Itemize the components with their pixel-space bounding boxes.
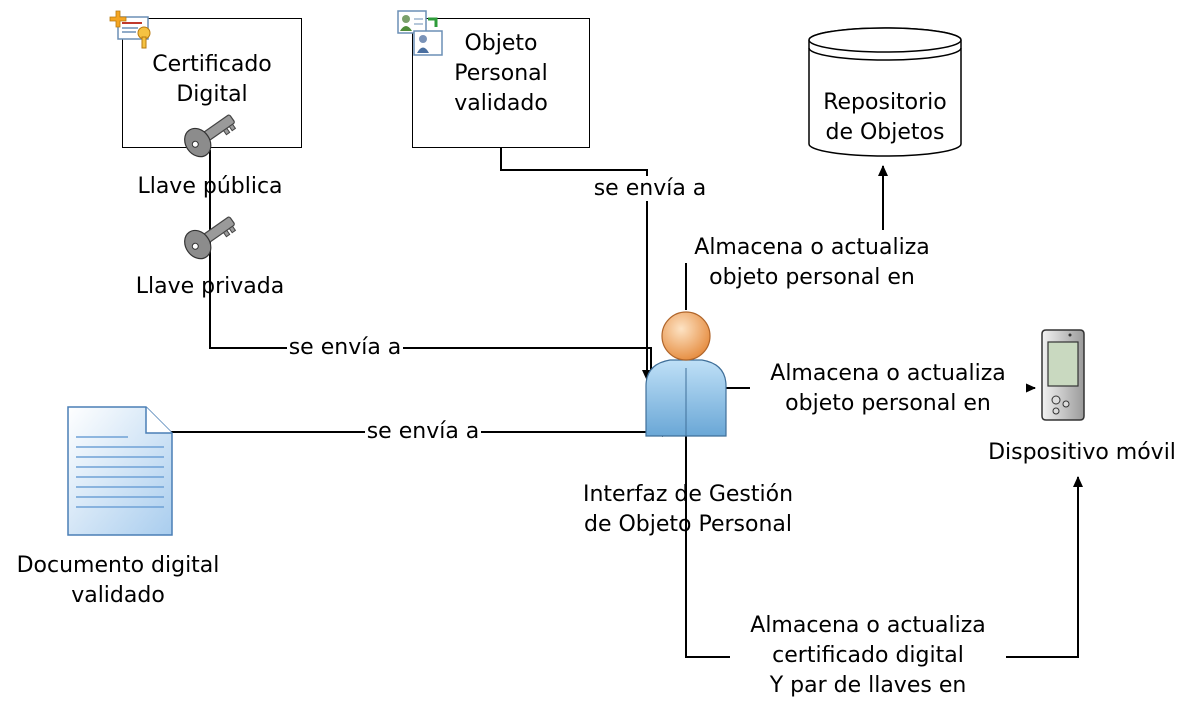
database-icon	[808, 27, 962, 157]
repositorio-label: Repositorio de Objetos	[823, 90, 947, 145]
user-cards-icon	[397, 10, 443, 56]
certificate-icon	[109, 10, 151, 49]
public-key-label: Llave pública	[137, 174, 283, 199]
user-icon	[645, 311, 727, 437]
certificado-digital-label: Certificado Digital	[152, 52, 272, 107]
interfaz-label: Interfaz de Gestión de Objeto Personal	[582, 482, 794, 537]
public-key-icon	[184, 114, 237, 158]
private-key-icon	[184, 216, 237, 260]
edge-label-llaves: se envía a	[286, 335, 404, 360]
documento-label: Documento digital validado	[16, 553, 220, 608]
edge-label-documento: se envía a	[364, 419, 482, 444]
private-key-label: Llave privada	[135, 274, 285, 299]
edge-label-dispositivo: Almacena o actualiza objeto personal en	[750, 359, 1026, 419]
edge-label-dispositivo-cert: Almacena o actualiza certificado digital…	[730, 611, 1006, 701]
mobile-device-icon	[1041, 329, 1085, 421]
edge-label-repositorio: Almacena o actualiza objeto personal en	[668, 233, 956, 293]
edge-interfaz-to-dispositivo-cert	[685, 436, 742, 658]
edge-label-objeto: se envía a	[591, 176, 709, 201]
dispositivo-label: Dispositivo móvil	[988, 440, 1176, 465]
document-icon	[67, 406, 173, 536]
edge-objeto-to-interfaz	[500, 147, 652, 381]
objeto-personal-label: Objeto Personal validado	[454, 31, 548, 116]
